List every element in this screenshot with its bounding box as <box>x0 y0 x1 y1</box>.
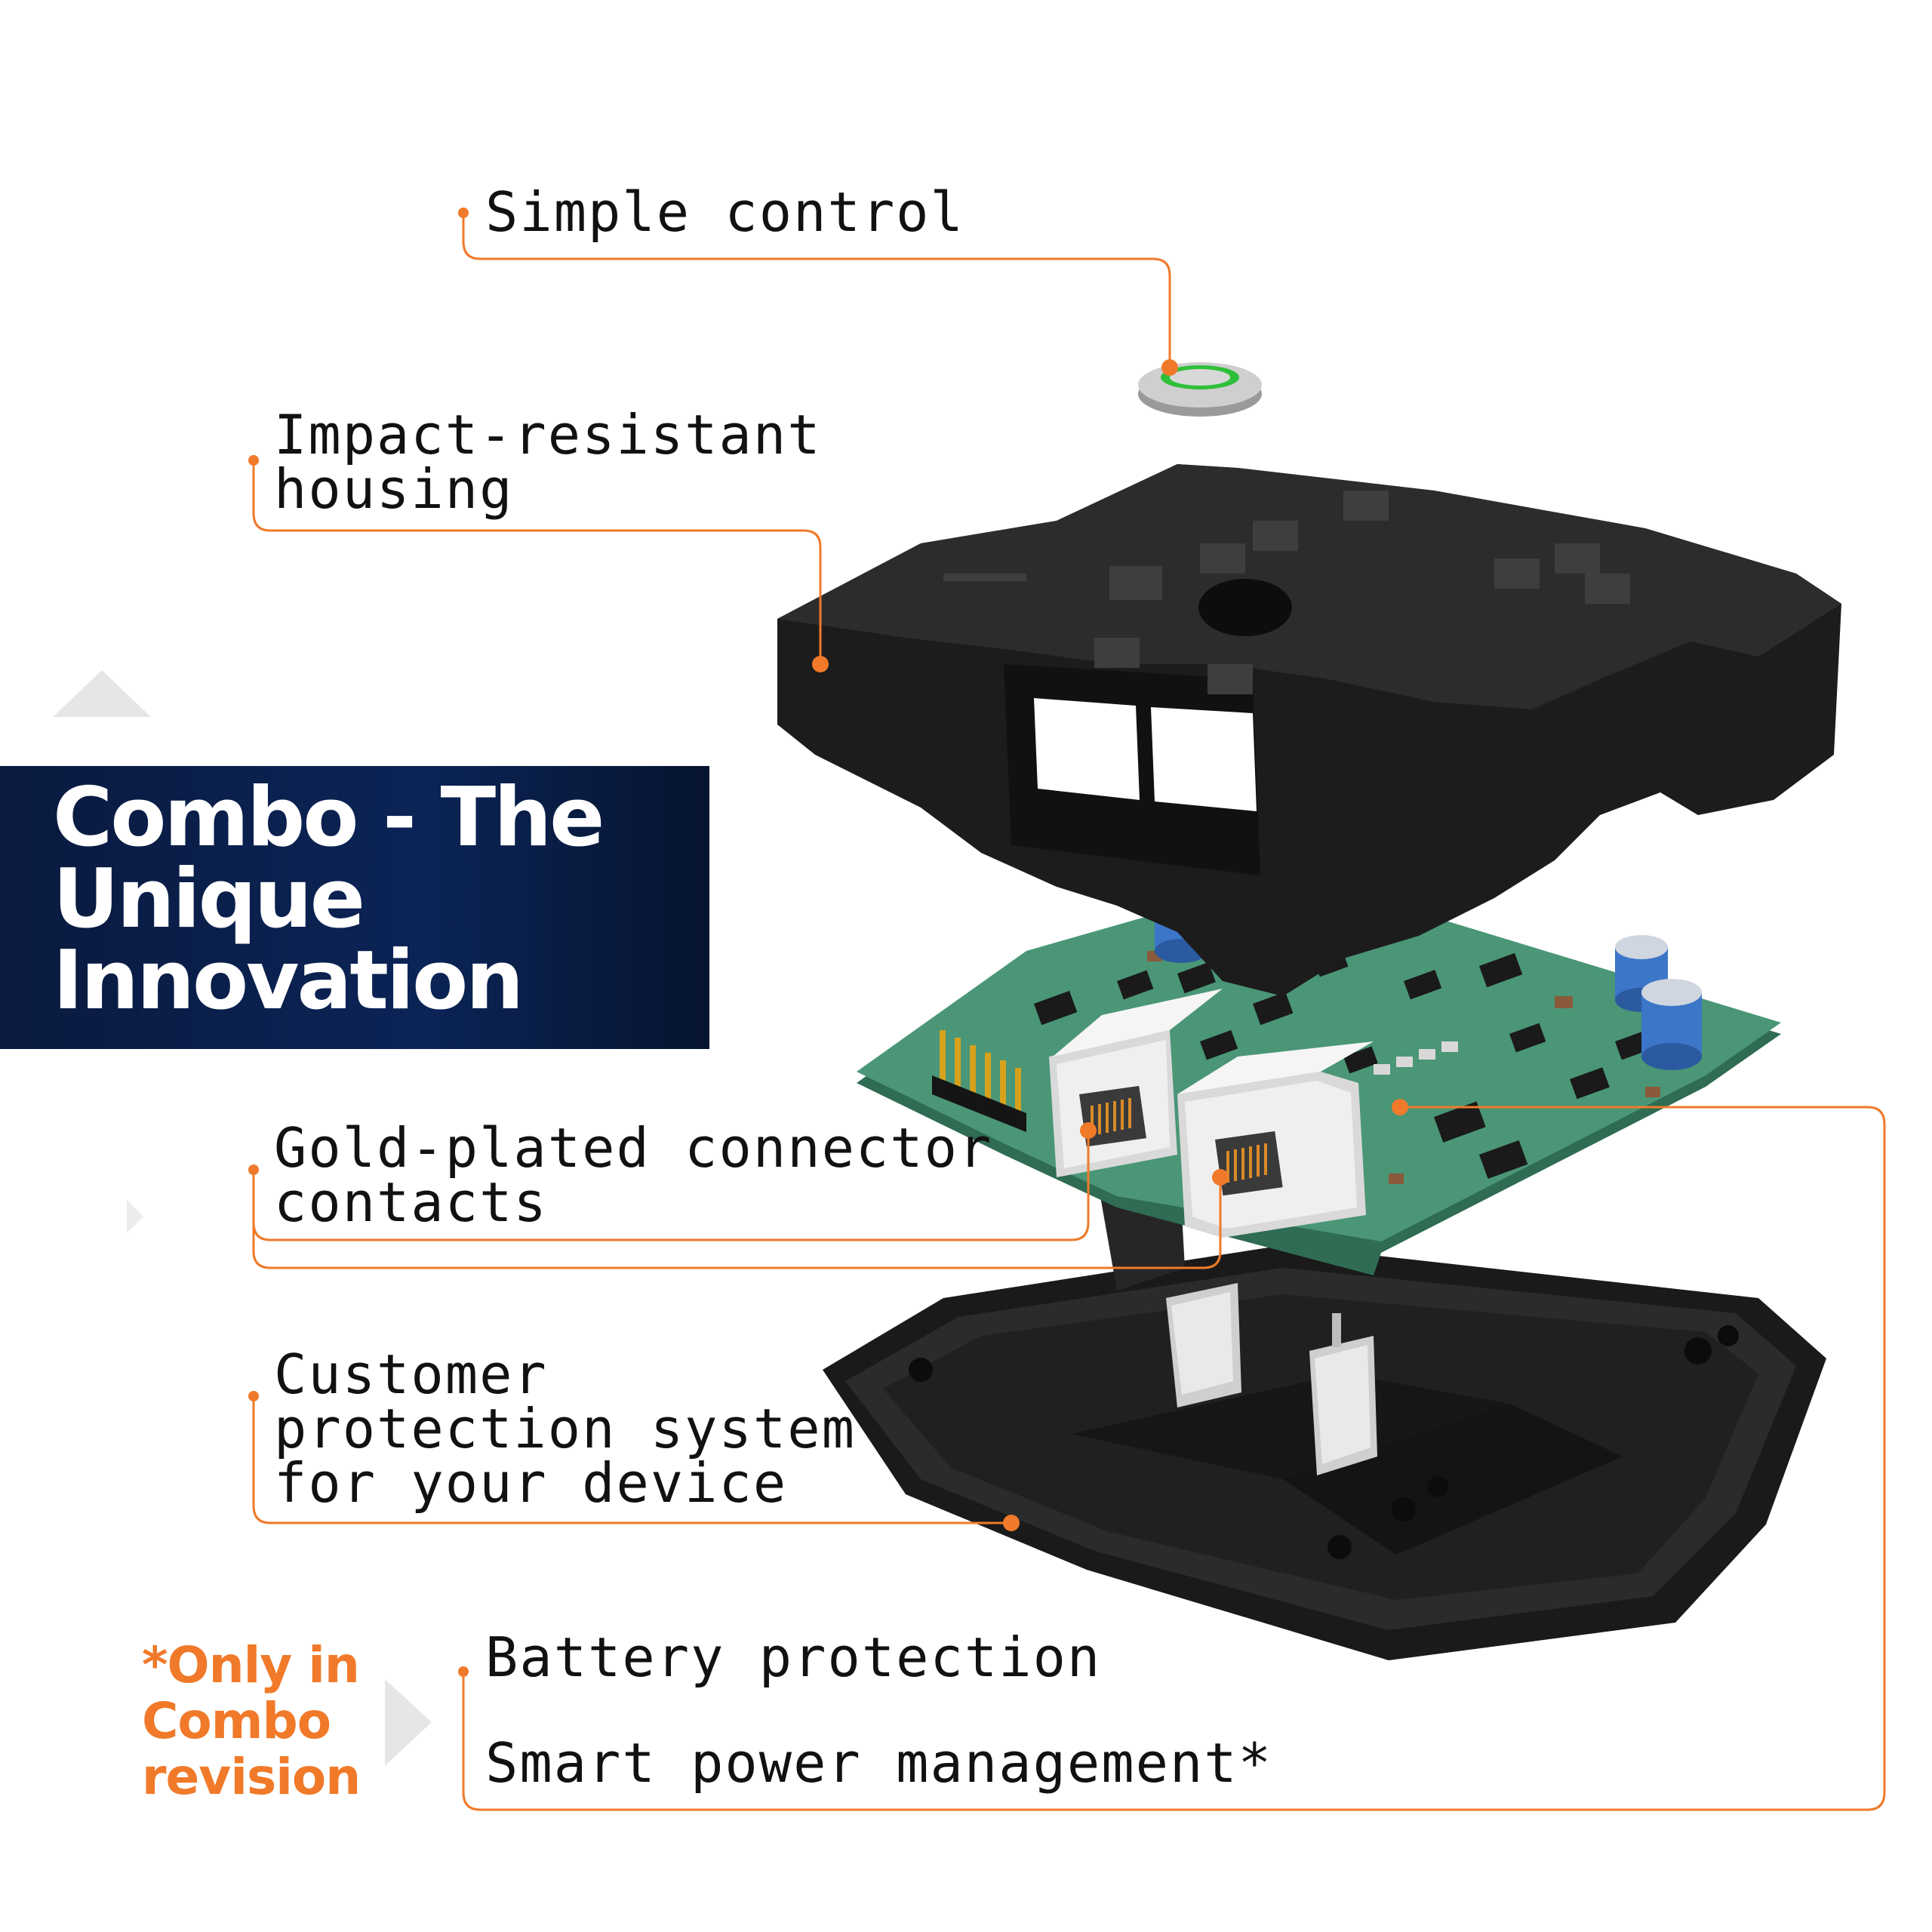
title-line-1: Combo - The <box>53 771 605 865</box>
label-battery-protection: Battery protection <box>485 1626 1102 1689</box>
label-connector-line-2: contacts <box>274 1171 548 1234</box>
label-housing-line-2: housing <box>274 457 514 521</box>
header-pins <box>940 1030 1021 1121</box>
push-button <box>1138 362 1262 417</box>
note-line-1: *Only in <box>142 1636 360 1694</box>
button-hole <box>1198 579 1292 636</box>
label-simple-control: Simple control <box>485 180 964 244</box>
label-connector-line-1: Gold-plated connector <box>274 1116 993 1180</box>
leader-dots <box>248 208 1408 1677</box>
label-protection-line-1: Customer <box>274 1343 548 1406</box>
decor-note-arrow <box>385 1679 432 1766</box>
note-line-3: revision <box>142 1748 361 1806</box>
label-protection-line-3: for your device <box>274 1451 788 1515</box>
decor-right-triangle <box>127 1200 143 1233</box>
label-smart-power: Smart power management* <box>485 1731 1272 1795</box>
top-housing <box>777 464 1841 996</box>
label-housing-line-1: Impact-resistant <box>274 403 822 466</box>
revision-note: *Only in Combo revision <box>142 1636 361 1806</box>
leader-lines <box>252 213 1886 1811</box>
title-line-3: Innovation <box>53 934 524 1028</box>
decor-up-triangle <box>53 670 151 717</box>
title-banner <box>0 766 709 1049</box>
rj45-connectors <box>1049 989 1374 1238</box>
title-line-2: Unique <box>53 852 365 946</box>
note-line-2: Combo <box>142 1692 331 1750</box>
label-protection-line-2: protection system <box>274 1397 856 1460</box>
page-title: Combo - The Unique Innovation <box>53 771 605 1028</box>
bottom-housing <box>823 1245 1826 1660</box>
